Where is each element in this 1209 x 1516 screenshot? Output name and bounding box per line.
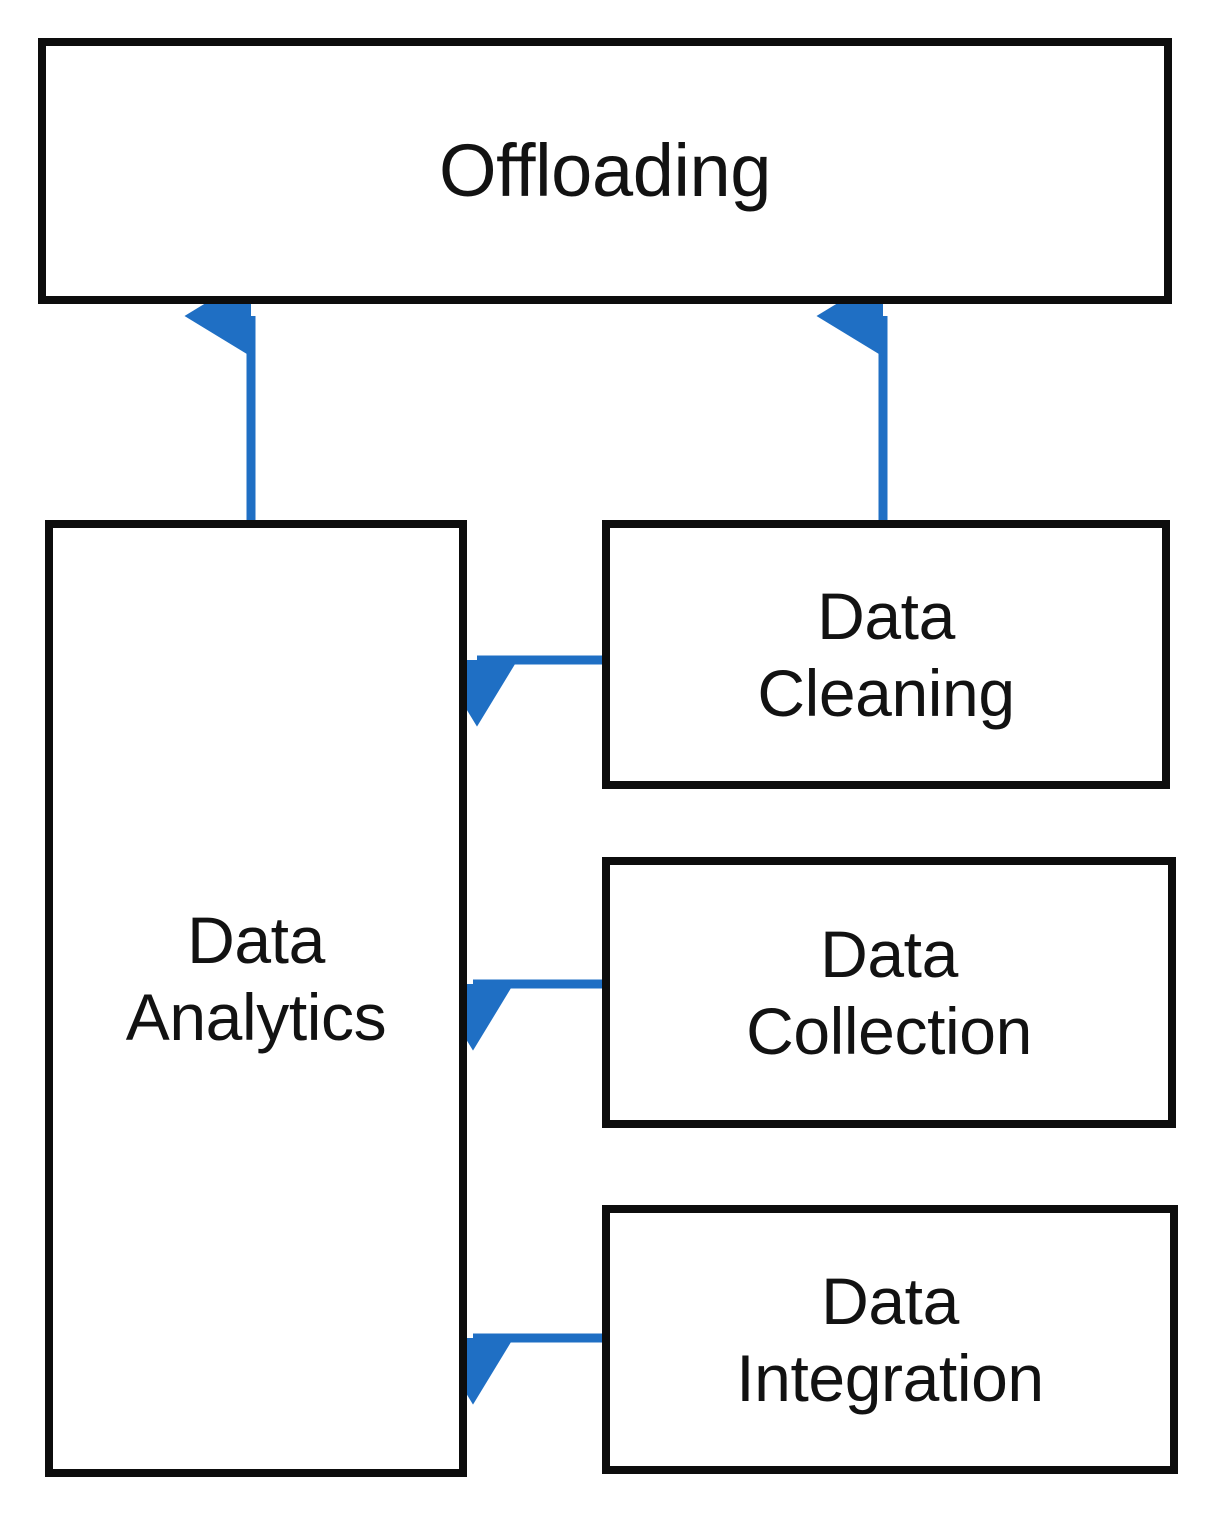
node-data-integration[interactable]: Data Integration <box>602 1205 1178 1474</box>
node-data-collection-label: Data Collection <box>746 916 1032 1068</box>
node-offloading-label: Offloading <box>439 129 771 213</box>
node-data-analytics[interactable]: Data Analytics <box>45 520 467 1477</box>
node-offloading[interactable]: Offloading <box>38 38 1172 304</box>
node-data-integration-label: Data Integration <box>736 1263 1044 1415</box>
node-data-collection[interactable]: Data Collection <box>602 857 1176 1128</box>
node-data-analytics-label: Data Analytics <box>125 902 387 1054</box>
node-data-cleaning[interactable]: Data Cleaning <box>602 520 1170 789</box>
node-data-cleaning-label: Data Cleaning <box>757 578 1015 730</box>
